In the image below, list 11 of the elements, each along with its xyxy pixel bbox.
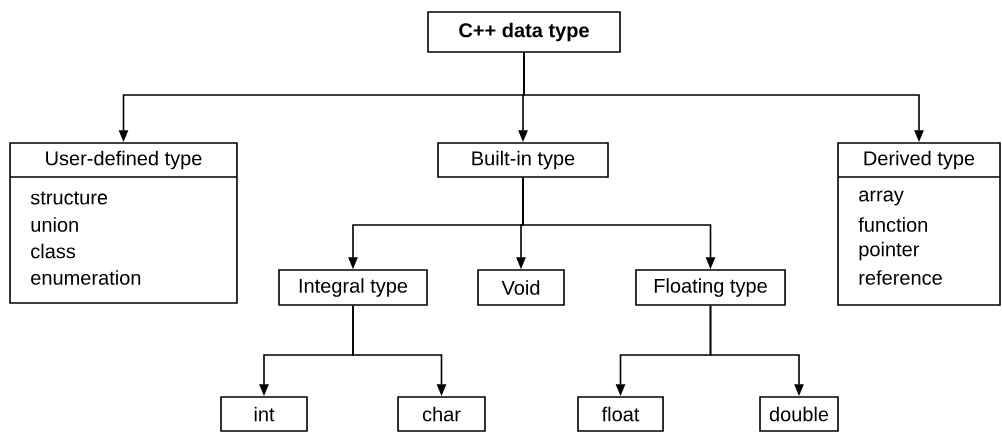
type-box: Derived type array function pointer reference xyxy=(837,142,1001,306)
type-box: C++ data type xyxy=(427,11,621,53)
type-box: char xyxy=(397,396,486,432)
type-box: User-defined type structure union class enumeration xyxy=(9,142,238,304)
type-box: Integral type xyxy=(278,269,428,306)
type-box: int xyxy=(220,396,308,432)
type-box: double xyxy=(759,396,839,432)
type-box: Built-in type xyxy=(437,142,609,178)
type-box: float xyxy=(577,396,664,432)
type-box: Void xyxy=(477,269,565,306)
type-box: Floating type xyxy=(635,269,786,306)
